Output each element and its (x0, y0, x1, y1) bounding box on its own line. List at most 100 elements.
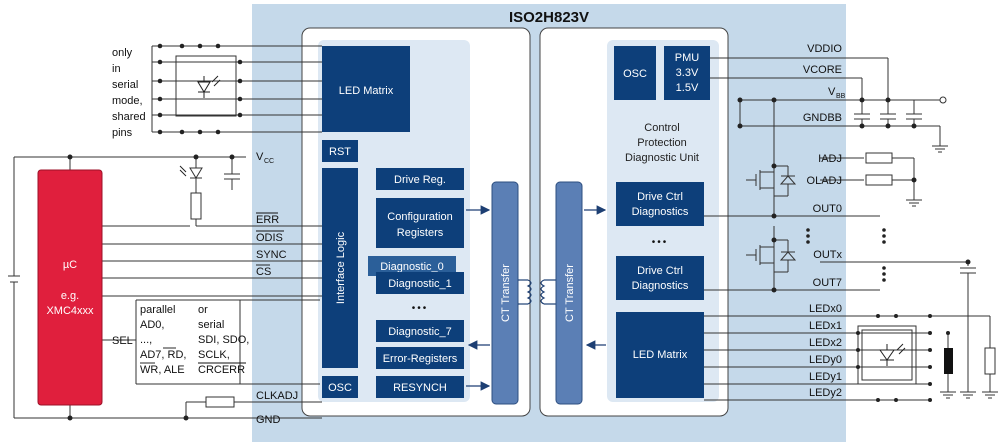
pin-ledy0: LEDy0 (809, 354, 842, 366)
serial-line-4: SCLK, (198, 349, 230, 361)
led-matrix-left-label: LED Matrix (339, 85, 394, 97)
pin-ledx0: LEDx0 (809, 303, 842, 315)
diagnostic-7-block (376, 320, 464, 342)
led-matrix-right-label: LED Matrix (633, 349, 688, 361)
drive-ctrl-dots: ••• (652, 237, 669, 248)
ct-transfer-left-label: CT Transfer (500, 264, 512, 322)
resynch-block (376, 376, 464, 398)
error-registers-block (376, 347, 464, 369)
left-junctions (67, 43, 243, 421)
control-unit-line1: Control (644, 122, 679, 134)
pmu-block (664, 46, 710, 100)
gnd-label: GND (256, 414, 281, 426)
mcu-label: µC (63, 259, 77, 271)
pin-ledx2: LEDx2 (809, 337, 842, 349)
serial-line-3: SDI, SDO, (198, 334, 249, 346)
note-line-2: in (112, 63, 121, 75)
parallel-line-4: AD7, RD, (140, 349, 186, 361)
pmu-line2: 3.3V (676, 67, 699, 79)
rst-label: RST (329, 146, 351, 158)
rst-block (322, 140, 358, 162)
right-junctions (737, 97, 971, 402)
mcu-part: XMC4xxx (46, 305, 94, 317)
chip-title: ISO2H823V (509, 9, 589, 26)
signal-sync: SYNC (256, 249, 287, 261)
interface-logic-block (322, 168, 358, 368)
config-registers-block (376, 198, 464, 248)
sel-label: SEL (112, 335, 133, 347)
pin-vcore: VCORE (803, 64, 842, 76)
pin-ledx1: LEDx1 (809, 320, 842, 332)
drive-ctrl-2-line1: Drive Ctrl (637, 265, 683, 277)
note-line-6: pins (112, 127, 133, 139)
error-registers-label: Error-Registers (383, 353, 458, 365)
drive-ctrl-1-line2: Diagnostics (632, 206, 689, 218)
note-line-3: serial (112, 79, 138, 91)
sense-resistor (944, 348, 953, 374)
ct-transfer-right (555, 181, 583, 405)
signal-cs: CS (256, 266, 271, 278)
pin-vddio: VDDIO (807, 43, 842, 55)
note-line-1: only (112, 47, 133, 59)
note-line-4: mode, (112, 95, 143, 107)
pin-ledy2: LEDy2 (809, 387, 842, 399)
parallel-line-1: parallel (140, 304, 175, 316)
pin-vbb-sub: BB (836, 93, 846, 100)
led-icon-left-matrix (197, 75, 221, 98)
signal-odis: ODIS (256, 232, 283, 244)
drive-ctrl-1-block (616, 182, 704, 226)
led-matrix-left (322, 46, 410, 132)
interface-logic-label: Interface Logic (335, 231, 347, 304)
right-wiring (704, 57, 998, 401)
led-matrix-right (616, 312, 704, 398)
drive-ctrl-2-block (616, 256, 704, 300)
err-led-icon (179, 165, 187, 177)
pmu-line3: 1.5V (676, 82, 699, 94)
pin-vbb: V (828, 86, 836, 98)
pin-iadj: IADJ (818, 153, 842, 165)
ct-transfer-right-label: CT Transfer (564, 264, 576, 322)
drive-ctrl-1-line1: Drive Ctrl (637, 191, 683, 203)
parallel-line-3: ..., (140, 334, 152, 346)
pin-outx: OUTx (813, 249, 842, 261)
diagnostic-1-label: Diagnostic_1 (388, 278, 452, 290)
parallel-line-2: AD0, (140, 319, 164, 331)
parallel-line-5: WR, ALE (140, 364, 185, 376)
serial-line-1: or (198, 304, 208, 316)
ct-transfer-left (491, 181, 519, 405)
diagnostic-7-label: Diagnostic_7 (388, 326, 452, 338)
serial-line-5: CRCERR (198, 364, 245, 376)
diagnostics-dots: ••• (412, 303, 429, 314)
note-line-5: shared (112, 111, 146, 123)
signal-err: ERR (256, 214, 279, 226)
left-wiring (8, 45, 322, 419)
pmu-line1: PMU (675, 52, 700, 64)
osc-right-block (614, 46, 656, 100)
drive-reg-block (376, 168, 464, 190)
diagnostic-0-label: Diagnostic_0 (380, 261, 444, 273)
osc-left-block (322, 376, 358, 398)
pin-gndbb: GNDBB (803, 112, 842, 124)
diagnostic-0-block (368, 256, 456, 276)
control-unit-line3: Diagnostic Unit (625, 152, 699, 164)
signal-overbars (140, 212, 284, 364)
clkadj-label: CLKADJ (256, 390, 298, 402)
vcc-label: V (256, 151, 264, 163)
config-registers-line2: Registers (397, 227, 444, 239)
config-registers-line1: Configuration (387, 211, 452, 223)
drive-ctrl-2-line2: Diagnostics (632, 280, 689, 292)
pin-out0: OUT0 (813, 203, 842, 215)
led-icon-right (879, 343, 906, 366)
pin-out7: OUT7 (813, 277, 842, 289)
osc-left-label: OSC (328, 382, 352, 394)
diagnostic-1-block (376, 272, 464, 294)
isolation-transformer-icon (518, 279, 556, 305)
control-unit-line2: Protection (637, 137, 687, 149)
drive-reg-label: Drive Reg. (394, 174, 446, 186)
microcontroller (37, 169, 103, 406)
pin-ledy1: LEDy1 (809, 371, 842, 383)
resynch-label: RESYNCH (393, 382, 447, 394)
mcu-eg: e.g. (61, 290, 79, 302)
